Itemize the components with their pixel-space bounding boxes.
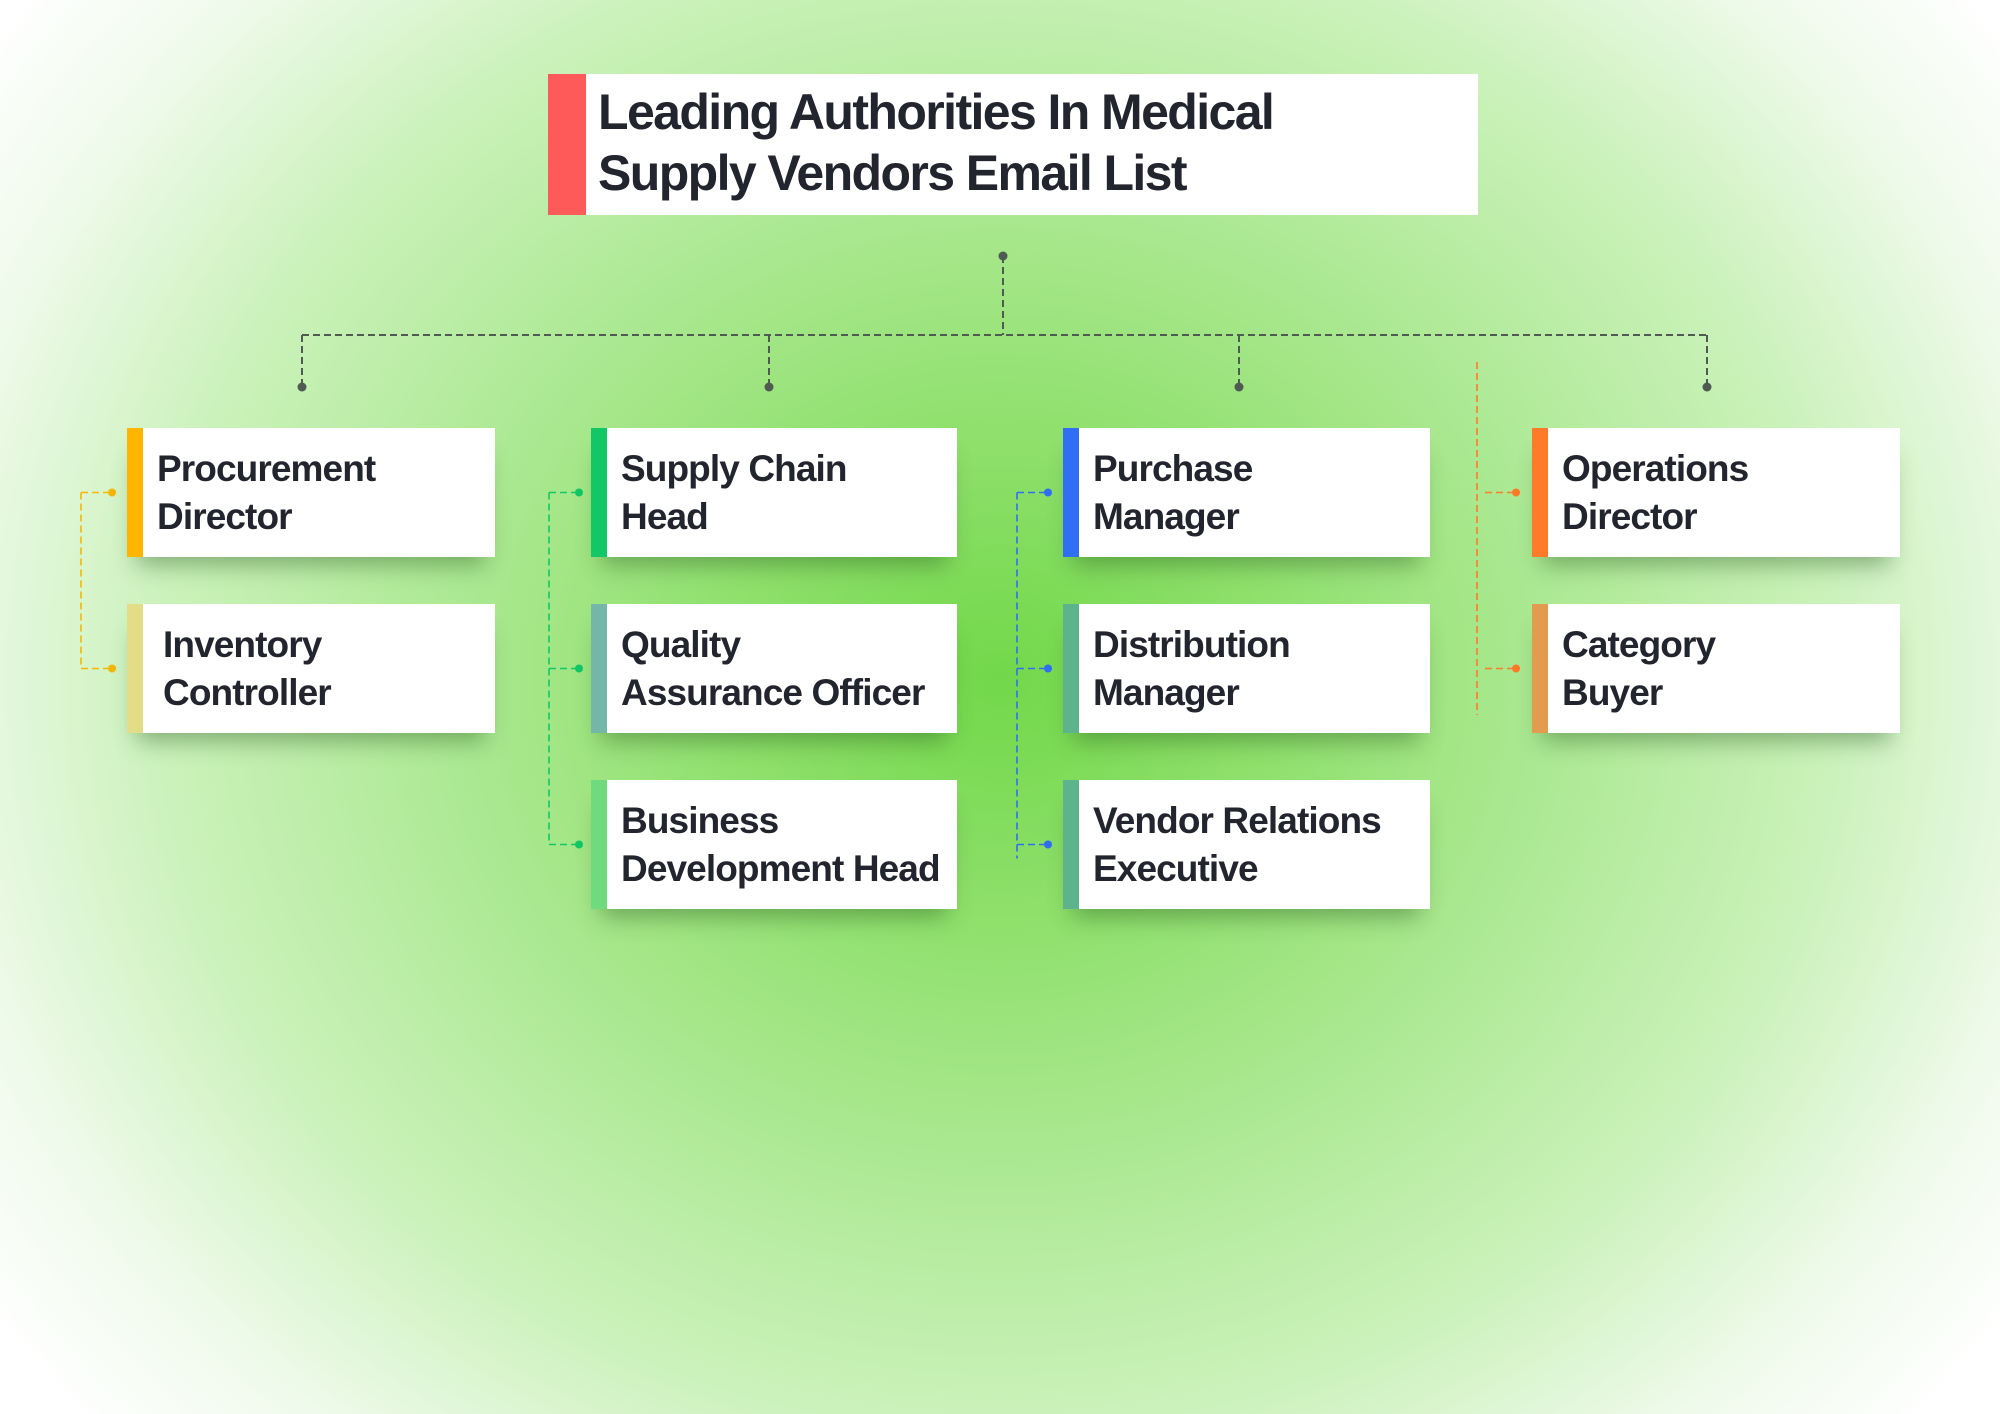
stub-dot-operations	[1512, 664, 1520, 673]
root-dot	[998, 251, 1008, 261]
card-label: Purchase Manager	[1093, 447, 1253, 537]
card-accent-bar	[127, 428, 143, 557]
card-label: Category Buyer	[1562, 623, 1716, 713]
card-inventory-controller: Inventory Controller	[127, 604, 495, 733]
stub-dot-purchase	[1044, 664, 1052, 673]
branch-dot-purchase	[1234, 382, 1244, 392]
card-label: Business Development Head	[621, 799, 941, 889]
trunk-connector	[297, 251, 1712, 392]
card-accent-bar	[591, 428, 607, 557]
card-accent-bar	[591, 604, 607, 733]
card-accent-bar	[591, 780, 607, 909]
card-quality-assurance-officer: Quality Assurance Officer	[591, 604, 957, 733]
card-label: Quality Assurance Officer	[621, 623, 925, 713]
card-vendor-relations-executive: Vendor Relations Executive	[1063, 780, 1430, 909]
stub-dot-purchase	[1044, 840, 1052, 849]
title-box: Leading Authorities In Medical Supply Ve…	[548, 74, 1478, 215]
branch-dot-procurement	[297, 382, 307, 392]
card-business-development-head: Business Development Head	[591, 780, 957, 909]
stub-dot-supply-chain	[575, 664, 583, 673]
page-title: Leading Authorities In Medical Supply Ve…	[598, 84, 1275, 201]
card-purchase-manager: Purchase Manager	[1063, 428, 1430, 557]
stub-dot-purchase	[1044, 488, 1052, 497]
stub-dot-procurement	[108, 488, 116, 497]
card-label: Operations Director	[1562, 447, 1749, 537]
card-accent-bar	[127, 604, 143, 733]
card-category-buyer: Category Buyer	[1532, 604, 1900, 733]
branch-dot-operations	[1702, 382, 1712, 392]
card-accent-bar	[1063, 604, 1079, 733]
card-accent-bar	[1532, 428, 1548, 557]
card-procurement-director: Procurement Director	[127, 428, 495, 557]
card-operations-director: Operations Director	[1532, 428, 1900, 557]
branch-dot-supply-chain	[764, 382, 774, 392]
stub-dot-operations	[1512, 488, 1520, 497]
stub-dot-procurement	[108, 664, 116, 673]
card-label: Supply Chain Head	[621, 447, 848, 537]
title-accent-bar	[548, 74, 586, 215]
card-label: Inventory Controller	[163, 623, 332, 713]
stub-dot-supply-chain	[575, 488, 583, 497]
card-accent-bar	[1532, 604, 1548, 733]
card-label: Distribution Manager	[1093, 623, 1291, 713]
card-label: Vendor Relations Executive	[1093, 799, 1382, 889]
card-accent-bar	[1063, 780, 1079, 909]
card-supply-chain-head: Supply Chain Head	[591, 428, 957, 557]
stub-dot-supply-chain	[575, 840, 583, 849]
card-label: Procurement Director	[157, 447, 376, 537]
card-accent-bar	[1063, 428, 1079, 557]
card-distribution-manager: Distribution Manager	[1063, 604, 1430, 733]
